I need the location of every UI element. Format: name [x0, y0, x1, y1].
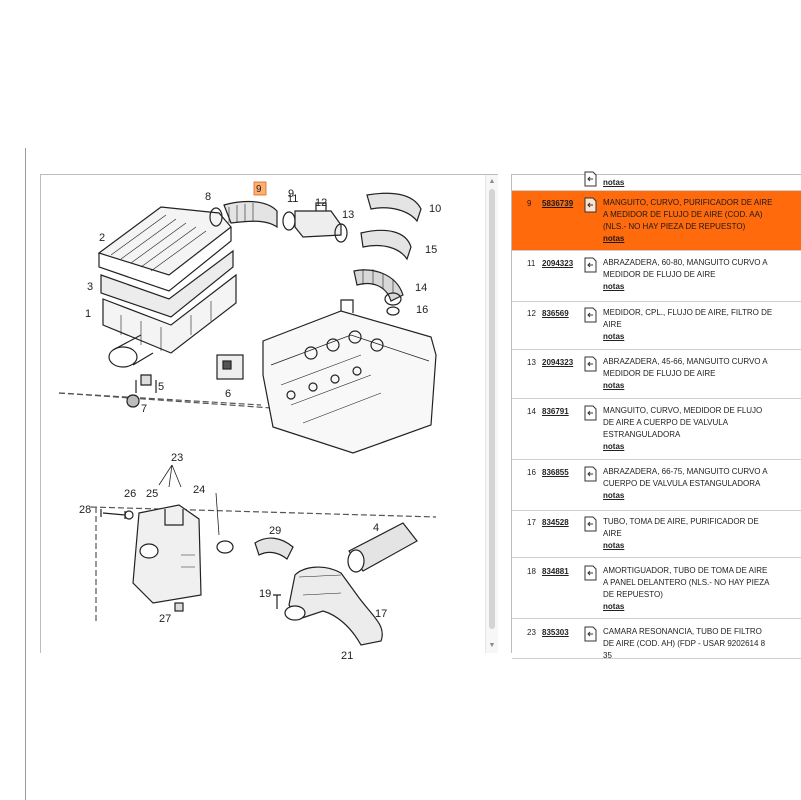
callout-1: 1: [85, 308, 91, 320]
part-description: CAMARA RESONANCIA, TUBO DE FILTRO DE AIR…: [603, 627, 766, 660]
part-description: TUBO, TOMA DE AIRE, PURIFICADOR DE AIRE: [603, 517, 759, 538]
callout-19: 19: [259, 588, 271, 600]
scroll-down-arrow-icon[interactable]: ▼: [488, 642, 496, 649]
table-row[interactable]: 23 835303 CAMARA RESONANCIA, TUBO DE FILTR…: [512, 619, 801, 660]
callout-13: 13: [342, 209, 354, 221]
row-index: 18: [527, 567, 536, 576]
callout-8: 8: [205, 191, 211, 203]
part-number-link[interactable]: 835303: [542, 628, 569, 637]
exploded-diagram-panel[interactable]: 8 9 11 12 13 10 15 14 16 2 3 1 5 6 7 23 …: [40, 174, 498, 662]
callout-9-label: 9: [256, 184, 262, 195]
callout-7: 7: [141, 403, 147, 415]
notes-link[interactable]: notas: [603, 541, 625, 550]
notes-link[interactable]: notas: [603, 381, 625, 390]
part-number-link[interactable]: 836791: [542, 407, 569, 416]
document-arrow-icon[interactable]: [583, 565, 597, 581]
callout-4: 4: [373, 522, 379, 534]
document-arrow-icon[interactable]: [583, 516, 597, 532]
exploded-parts-diagram[interactable]: 8 9 11 12 13 10 15 14 16 2 3 1 5 6 7 23 …: [41, 175, 498, 662]
row-index: 14: [527, 407, 536, 416]
table-row[interactable]: 12 836569 MEDIDOR, CPL., FLUJO DE AIRE, FI…: [512, 302, 801, 350]
part-number-link[interactable]: 834528: [542, 518, 569, 527]
part-number-link[interactable]: 836855: [542, 468, 569, 477]
document-arrow-icon[interactable]: [583, 356, 597, 372]
callout-3: 3: [87, 281, 93, 293]
document-arrow-icon[interactable]: [583, 197, 597, 213]
notes-link[interactable]: notas: [603, 602, 625, 611]
table-row[interactable]: 14 836791 MANGUITO, CURVO, MEDIDOR DE FLUJ…: [512, 399, 801, 460]
table-row[interactable]: 16 836855 ABRAZADERA, 66-75, MANGUITO CURV…: [512, 460, 801, 511]
diagram-scrollbar-thumb[interactable]: [489, 189, 495, 629]
scroll-up-arrow-icon[interactable]: ▲: [488, 178, 496, 185]
callout-25: 25: [146, 488, 158, 500]
callout-15: 15: [425, 244, 437, 256]
callout-17: 17: [375, 608, 387, 620]
part-number-link[interactable]: 5836739: [542, 199, 574, 208]
document-arrow-icon[interactable]: [583, 257, 597, 273]
row-index: 16: [527, 468, 536, 477]
table-row[interactable]: 18 834881 AMORTIGUADOR, TUBO DE TOMA DE AI…: [512, 558, 801, 619]
row-index: 11: [527, 259, 536, 268]
notes-link[interactable]: notas: [603, 282, 625, 291]
row-index: 9: [527, 199, 532, 208]
document-arrow-icon[interactable]: [583, 307, 597, 323]
notes-link[interactable]: notas: [603, 332, 625, 341]
diagram-scrollbar[interactable]: ▲ ▼: [485, 175, 498, 653]
callout-14: 14: [415, 282, 427, 294]
callout-23: 23: [171, 452, 183, 464]
part-description: MEDIDOR, CPL., FLUJO DE AIRE, FILTRO DE …: [603, 308, 773, 329]
document-arrow-icon[interactable]: [583, 171, 597, 187]
notes-link[interactable]: notas: [603, 234, 625, 243]
part-number-link[interactable]: 2094323: [542, 259, 574, 268]
callout-9: 9: [288, 188, 294, 200]
list-item[interactable]: notas: [512, 171, 801, 191]
notes-link[interactable]: notas: [603, 178, 625, 187]
table-row[interactable]: 17 834528 TUBO, TOMA DE AIRE, PURIFICADOR …: [512, 511, 801, 558]
row-index: 23: [527, 628, 536, 637]
callout-6: 6: [225, 388, 231, 400]
callout-9-highlight: [253, 181, 267, 196]
callout-16: 16: [416, 304, 428, 316]
callout-10: 10: [429, 203, 441, 215]
parts-list-panel[interactable]: notas 9 5836739 MANGUITO, CURVO, PURIFICAD…: [511, 171, 801, 660]
callout-28: 28: [79, 504, 91, 516]
callout-2: 2: [99, 232, 105, 244]
part-number-link[interactable]: 834881: [542, 567, 569, 576]
callout-12: 12: [315, 197, 327, 209]
row-index: 17: [527, 518, 536, 527]
document-arrow-icon[interactable]: [583, 466, 597, 482]
part-description: ABRAZADERA, 60-80, MANGUITO CURVO A MEDI…: [603, 258, 768, 279]
notes-link[interactable]: notas: [603, 442, 625, 451]
callout-21: 21: [341, 650, 353, 662]
part-description: ABRAZADERA, 66-75, MANGUITO CURVO A CUER…: [603, 467, 768, 488]
callout-27: 27: [159, 613, 171, 625]
row-index: 12: [527, 309, 536, 318]
part-number-link[interactable]: 836569: [542, 309, 569, 318]
part-description: AMORTIGUADOR, TUBO DE TOMA DE AIRE A PAN…: [603, 566, 769, 599]
part-description: ABRAZADERA, 45-66, MANGUITO CURVO A MEDI…: [603, 357, 768, 378]
document-arrow-icon[interactable]: [583, 626, 597, 642]
part-description: MANGUITO, CURVO, PURIFICADOR DE AIRE A M…: [603, 198, 773, 231]
callout-29: 29: [269, 525, 281, 537]
callout-24: 24: [193, 484, 205, 496]
document-arrow-icon[interactable]: [583, 405, 597, 421]
callout-26: 26: [124, 488, 136, 500]
left-divider: [25, 148, 26, 800]
part-number-link[interactable]: 2094323: [542, 358, 574, 367]
notes-link[interactable]: notas: [603, 491, 625, 500]
callout-11: 11: [287, 193, 298, 205]
part-description: MANGUITO, CURVO, MEDIDOR DE FLUJO DE AIR…: [603, 406, 763, 439]
table-row[interactable]: 13 2094323 ABRAZADERA, 45-66, MANGUITO CUR…: [512, 350, 801, 399]
callout-5: 5: [158, 381, 164, 393]
row-index: 13: [527, 358, 536, 367]
table-row[interactable]: 9 5836739 MANGUITO, CURVO, PURIFICADOR DE …: [512, 191, 801, 251]
table-row[interactable]: 11 2094323 ABRAZADERA, 60-80, MANGUITO CUR…: [512, 251, 801, 302]
